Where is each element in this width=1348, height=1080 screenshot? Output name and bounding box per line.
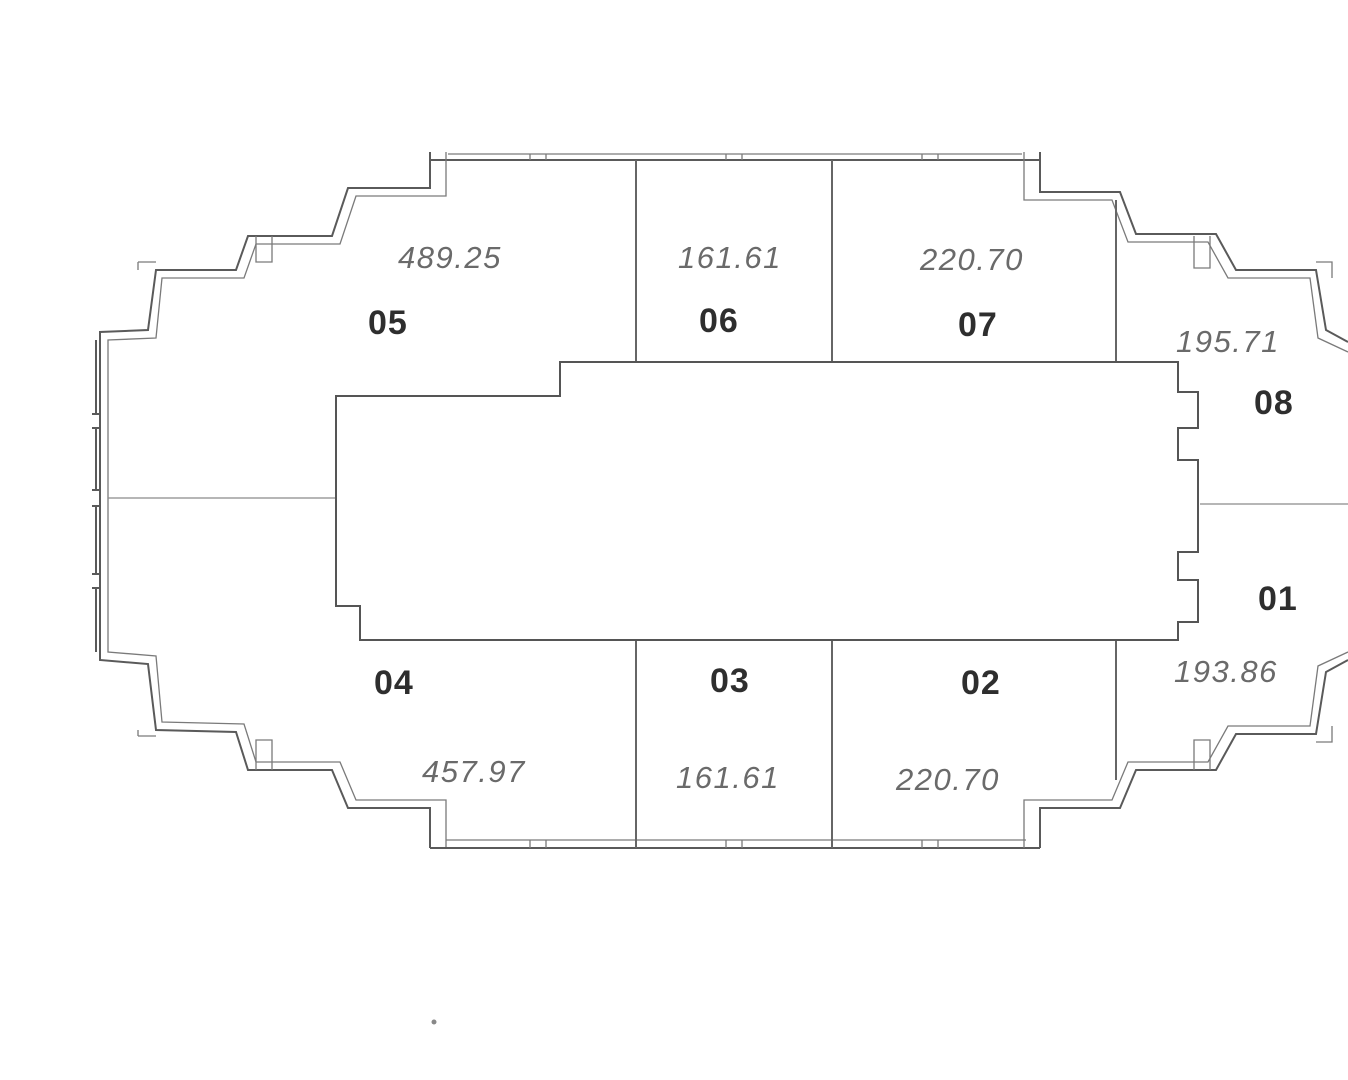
outer-wall [92,152,1348,849]
area-label-02: 220.70 [895,762,1000,797]
unit-labels: 05 06 07 08 01 02 03 04 [368,302,1298,702]
area-label-03: 161.61 [676,760,780,795]
unit-label-04: 04 [374,664,414,702]
area-label-07: 220.70 [919,242,1024,277]
speck-mark [431,1019,437,1025]
unit-label-05: 05 [368,304,408,342]
area-label-08: 195.71 [1176,324,1280,359]
area-label-04: 457.97 [422,754,526,789]
unit-dividers [635,160,1117,848]
unit-label-08: 08 [1254,384,1294,422]
unit-label-01: 01 [1258,580,1298,618]
area-labels: 489.25 161.61 220.70 195.71 193.86 220.7… [398,240,1280,797]
area-label-05: 489.25 [398,240,502,275]
unit-label-03: 03 [710,662,750,700]
area-label-01: 193.86 [1174,654,1278,689]
building-core [335,361,1199,641]
unit-label-06: 06 [699,302,739,340]
center-axis [108,497,1348,505]
area-label-06: 161.61 [678,240,782,275]
unit-label-07: 07 [958,306,998,344]
unit-label-02: 02 [961,664,1001,702]
